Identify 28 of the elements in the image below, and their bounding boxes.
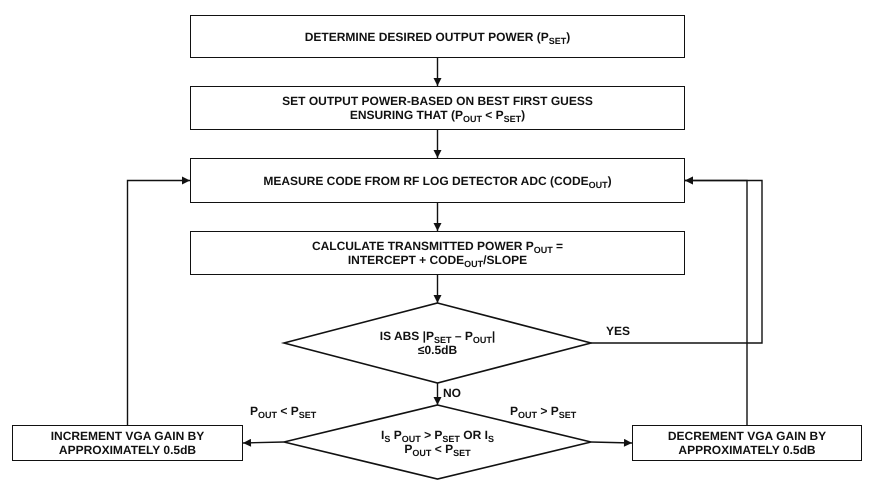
edge-label: NO xyxy=(443,386,461,400)
arrow xyxy=(434,130,442,158)
arrow xyxy=(434,275,442,303)
process-box xyxy=(190,158,685,203)
arrow xyxy=(126,176,190,425)
arrow xyxy=(434,203,442,231)
process-box xyxy=(190,15,685,58)
edge-label: P$_{OUT}$ > P$_{SET}$ xyxy=(510,404,576,418)
arrow xyxy=(685,176,748,425)
arrow xyxy=(434,58,442,86)
step-text: SET OUTPUT POWER-BASED ON BEST FIRST GUESS ENSURING THAT (P$_{OUT}$ < P$_{SET}$) xyxy=(281,94,594,122)
arrow xyxy=(434,383,442,405)
decision-diamond xyxy=(284,303,591,383)
step-text: CALCULATE TRANSMITTED POWER P$_{OUT}$ = INTERCEPT + CODE$_{OUT}$/SLOPE xyxy=(310,239,564,267)
process-box xyxy=(190,86,685,130)
step-text: DECREMENT VGA GAIN BY APPROXIMATELY 0.5dB xyxy=(666,429,828,457)
step-text: MEASURE CODE FROM RF LOG DETECTOR ADC (CODE$_{OUT}$) xyxy=(262,174,613,188)
process-box xyxy=(190,231,685,275)
step-text: DETERMINE DESIRED OUTPUT POWER (P$_{SET}$) xyxy=(304,30,572,44)
edge-label: P$_{OUT}$ < P$_{SET}$ xyxy=(250,404,316,418)
arrow xyxy=(242,438,284,447)
process-box xyxy=(12,425,243,461)
process-box xyxy=(632,425,862,461)
edge-label: YES xyxy=(606,324,630,338)
step-text: IS ABS |P$_{SET}$ – P$_{OUT}$| ≤0.5dB xyxy=(378,329,496,357)
arrow xyxy=(590,438,632,447)
step-text: INCREMENT VGA GAIN BY APPROXIMATELY 0.5dB xyxy=(50,429,206,457)
step-text: I$_{S}$ P$_{OUT}$ > P$_{SET}$ OR I$_{S}$ P$_{OUT}$ < P$_{SET}$ xyxy=(380,428,495,456)
